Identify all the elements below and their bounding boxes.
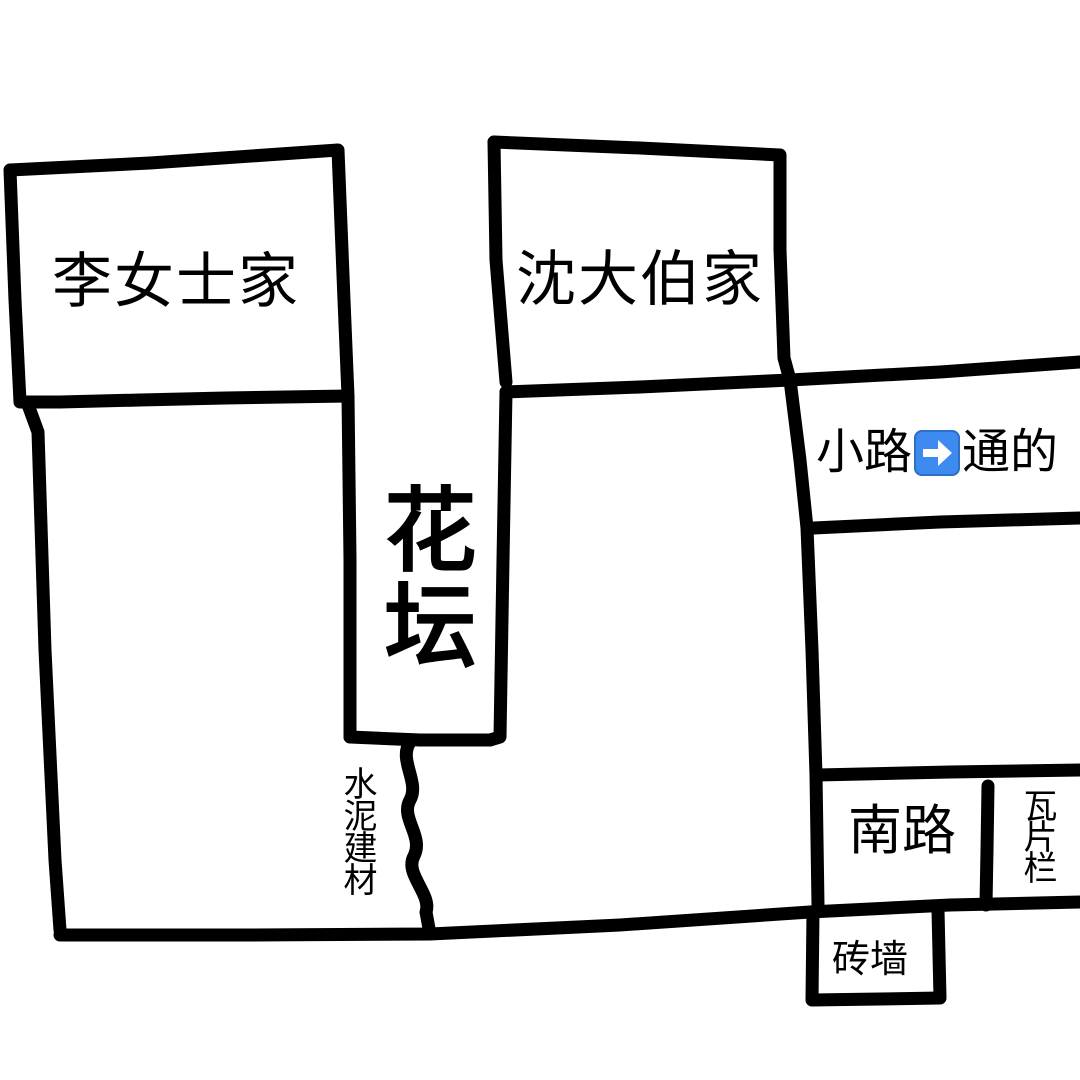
- flower-bed-bottom-wall: [343, 730, 497, 747]
- shen-house-left-wall: [487, 135, 513, 389]
- right-arrow-icon: [914, 430, 960, 476]
- brick-wall-outline: [805, 903, 947, 1007]
- courtyard-bottom-wall: [53, 895, 1080, 942]
- tile-fence-divider: [979, 779, 995, 912]
- south-road-top-wall: [811, 763, 1080, 782]
- brick-wall-label: 砖墙: [832, 937, 909, 981]
- south-road-label: 南路: [848, 799, 956, 862]
- side-path-bottom-wall: [807, 511, 1080, 535]
- cement-squiggle: [399, 735, 437, 941]
- right-arrow-glyph: [923, 440, 952, 466]
- shen-house-outline: [487, 135, 797, 387]
- cement-materials-label: 水泥建材: [337, 766, 377, 894]
- flower-bed-label: 花坛: [369, 482, 476, 674]
- shen-house-label: 沈大伯家: [516, 245, 764, 315]
- li-house-outline: [3, 143, 355, 409]
- side-path-label: 小路: [816, 424, 913, 480]
- flower-bed-right-wall: [483, 385, 513, 747]
- flower-bed-left-wall: [341, 389, 357, 744]
- right-courtyard-wall: [783, 373, 825, 912]
- li-house-label: 李女士家: [52, 247, 300, 317]
- side-path-status-label: 通的: [962, 424, 1059, 480]
- side-path-top-wall: [783, 355, 1080, 387]
- tile-fence-label: 瓦片栏: [1017, 788, 1057, 881]
- left-courtyard-wall: [20, 395, 67, 937]
- shen-house-bottom-wall: [499, 373, 797, 399]
